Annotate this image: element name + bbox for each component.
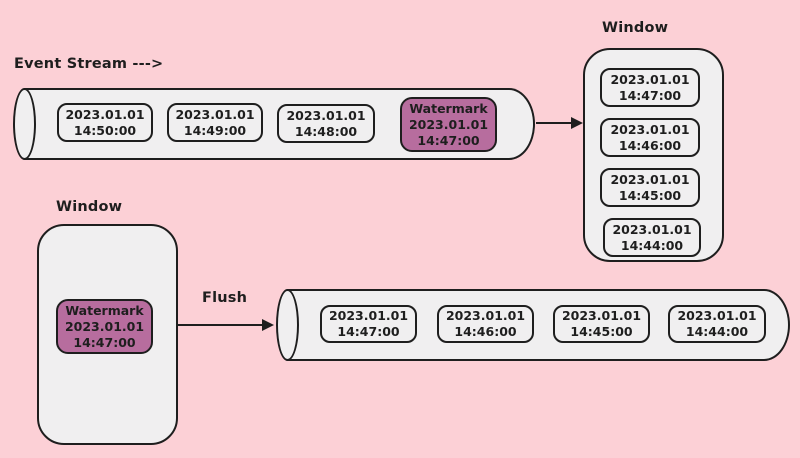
- event-stream-pipe-left-cap: [13, 88, 36, 160]
- watermark-box: Watermark 2023.01.01 14:47:00: [56, 299, 153, 354]
- event-time: 14:46:00: [618, 137, 682, 153]
- event-time: 14:50:00: [73, 122, 137, 138]
- event-box: 2023.01.01 14:45:00: [553, 305, 650, 343]
- event-time: 14:47:00: [337, 324, 400, 339]
- event-time: 14:45:00: [618, 187, 682, 203]
- event-box: 2023.01.01 14:47:00: [320, 305, 417, 343]
- flush-pipe-left-cap: [276, 289, 299, 361]
- flush-label: Flush: [202, 290, 248, 306]
- event-date: 2023.01.01: [286, 107, 366, 123]
- event-date: 2023.01.01: [612, 221, 692, 237]
- event-box: 2023.01.01 14:46:00: [437, 305, 534, 343]
- watermark-label: Watermark: [409, 100, 488, 116]
- event-time: 14:44:00: [620, 237, 684, 253]
- event-date: 2023.01.01: [445, 308, 526, 323]
- event-date: 2023.01.01: [175, 106, 255, 122]
- event-time: 14:45:00: [570, 324, 633, 339]
- window-top-label: Window: [602, 20, 669, 36]
- window-bottom-container: Watermark 2023.01.01 14:47:00: [37, 224, 178, 445]
- event-time: 14:49:00: [183, 122, 247, 138]
- arrow-head-icon: [262, 319, 274, 331]
- event-time: 14:44:00: [685, 324, 749, 339]
- watermark-label: Watermark: [65, 302, 144, 318]
- event-box: 2023.01.01 14:46:00: [600, 118, 700, 157]
- event-box: 2023.01.01 14:44:00: [603, 218, 701, 257]
- watermark-date: 2023.01.01: [64, 318, 145, 334]
- arrow-head-icon: [571, 117, 583, 129]
- event-box: 2023.01.01 14:49:00: [167, 103, 263, 142]
- event-date: 2023.01.01: [65, 106, 145, 122]
- watermark-box: Watermark 2023.01.01 14:47:00: [400, 97, 497, 152]
- watermark-date: 2023.01.01: [408, 116, 489, 132]
- event-box: 2023.01.01 14:47:00: [600, 68, 700, 107]
- watermark-time: 14:47:00: [417, 132, 480, 148]
- event-stream-label: Event Stream --->: [14, 56, 164, 72]
- arrow-shaft: [536, 122, 574, 124]
- flush-arrow-icon: [178, 319, 274, 331]
- stream-to-window-arrow-icon: [536, 117, 583, 129]
- event-date: 2023.01.01: [610, 121, 690, 137]
- arrow-shaft: [178, 324, 265, 326]
- event-date: 2023.01.01: [561, 308, 642, 323]
- event-time: 14:48:00: [294, 123, 358, 139]
- event-box: 2023.01.01 14:48:00: [277, 104, 375, 143]
- window-top-container: 2023.01.01 14:47:00 2023.01.01 14:46:00 …: [583, 48, 724, 262]
- event-date: 2023.01.01: [610, 171, 690, 187]
- event-time: 14:47:00: [618, 87, 682, 103]
- event-box: 2023.01.01 14:45:00: [600, 168, 700, 207]
- event-box: 2023.01.01 14:44:00: [668, 305, 766, 343]
- event-date: 2023.01.01: [610, 71, 690, 87]
- event-stream-pipe: 2023.01.01 14:50:00 2023.01.01 14:49:00 …: [13, 88, 535, 160]
- event-box: 2023.01.01 14:50:00: [57, 103, 153, 142]
- event-time: 14:46:00: [454, 324, 517, 339]
- watermark-time: 14:47:00: [73, 334, 136, 350]
- window-bottom-label: Window: [56, 199, 123, 215]
- event-date: 2023.01.01: [677, 308, 757, 323]
- event-date: 2023.01.01: [328, 308, 409, 323]
- flush-pipe: 2023.01.01 14:47:00 2023.01.01 14:46:00 …: [276, 289, 790, 361]
